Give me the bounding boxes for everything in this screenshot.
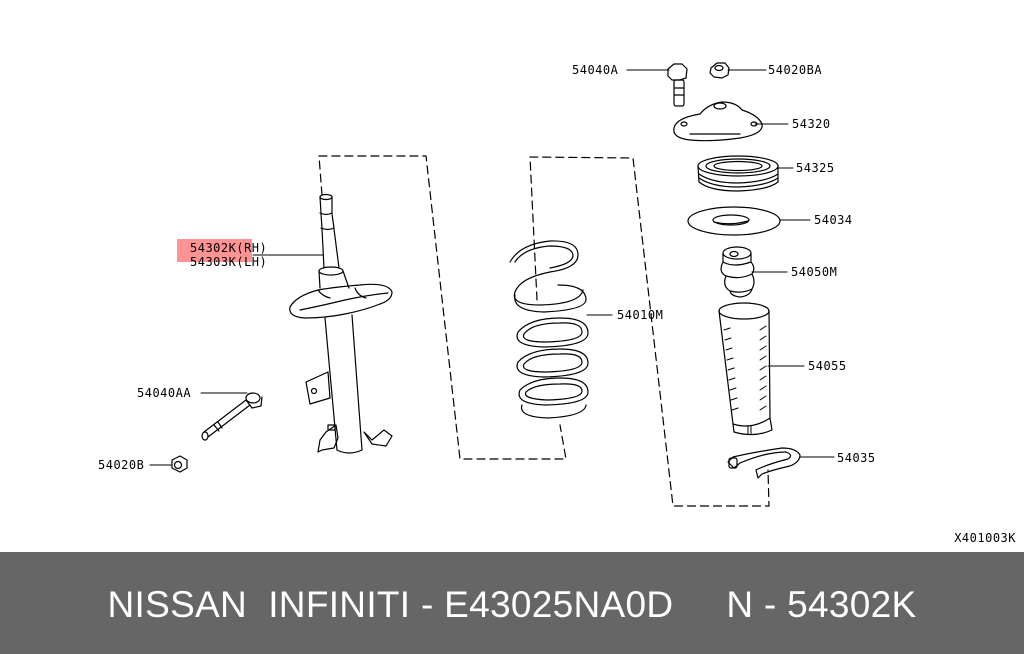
spring-insulator-drawing <box>727 447 801 479</box>
bump-stop-drawing <box>720 246 755 298</box>
mount-bearing-drawing <box>697 155 779 192</box>
callout-54325[interactable]: 54325 <box>796 161 835 175</box>
strut-bolt-drawing <box>201 392 263 441</box>
dust-boot-drawing <box>718 302 773 436</box>
callout-54040A[interactable]: 54040A <box>572 63 619 77</box>
dashed-group-box-spring-boot <box>529 156 770 507</box>
strut-nut-drawing <box>171 455 188 473</box>
spring-seat-drawing <box>687 206 781 236</box>
banner-part-title: NISSAN INFINITI - E43025NA0D N - 54302K <box>107 584 917 625</box>
callout-54034[interactable]: 54034 <box>814 213 853 227</box>
mount-nut-drawing <box>709 62 730 79</box>
selected-part-highlight <box>177 239 252 262</box>
parts-diagram: 54302K(RH) 54303K(LH) 54040AA 54020B 540… <box>98 62 1016 545</box>
coil-spring-drawing <box>509 240 589 419</box>
callout-54055[interactable]: 54055 <box>808 359 847 373</box>
callout-54302K[interactable]: 54302K(RH) <box>190 241 268 255</box>
strut-assembly-drawing <box>289 193 393 454</box>
strut-mount-drawing <box>673 101 763 142</box>
diagram-reference-code: X401003K <box>954 531 1016 545</box>
callout-54010M[interactable]: 54010M <box>617 308 664 322</box>
mount-bolt-drawing <box>667 63 688 107</box>
dashed-group-box-strut-spring <box>318 155 567 460</box>
callout-54320[interactable]: 54320 <box>792 117 831 131</box>
part-info-banner: NISSAN INFINITI - E43025NA0D N - 54302K <box>0 552 1024 654</box>
callout-54050M[interactable]: 54050M <box>791 265 838 279</box>
callout-54303K[interactable]: 54303K(LH) <box>190 255 268 269</box>
callout-54020B[interactable]: 54020B <box>98 458 145 472</box>
callout-54035[interactable]: 54035 <box>837 451 876 465</box>
callout-54040AA[interactable]: 54040AA <box>137 386 192 400</box>
leader-lines <box>149 69 835 466</box>
callout-54020BA[interactable]: 54020BA <box>768 63 823 77</box>
